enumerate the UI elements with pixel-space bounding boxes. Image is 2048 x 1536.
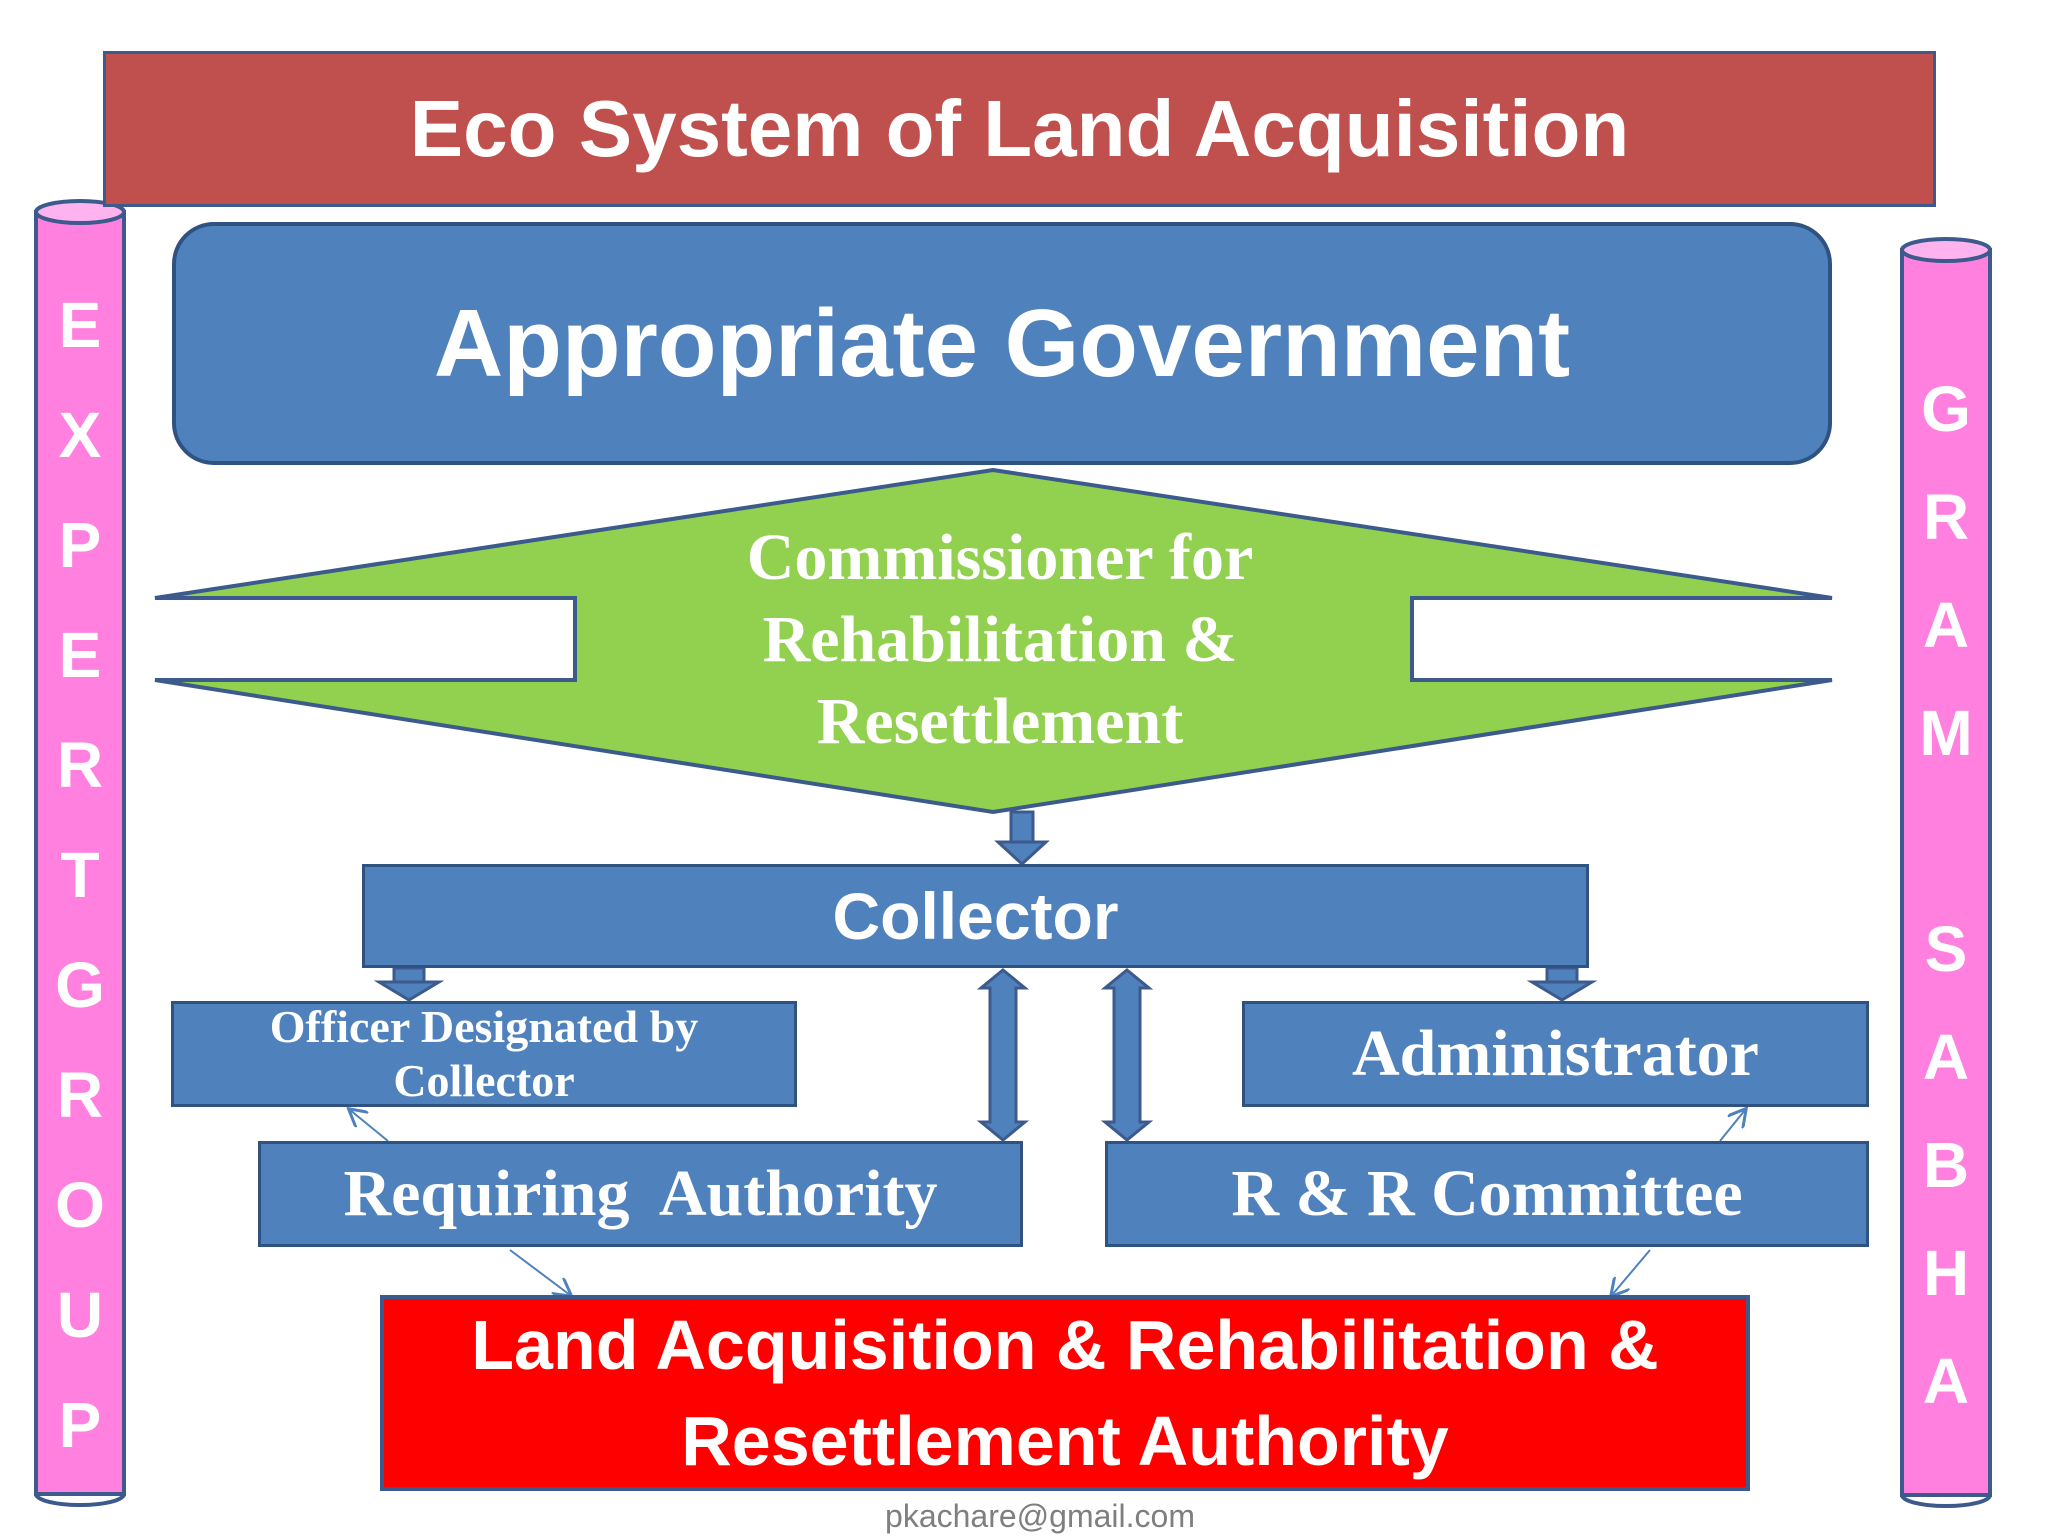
pillar-letter: E: [58, 289, 102, 361]
rr-committee-box: R & R Committee: [1105, 1141, 1869, 1247]
thin-arrow-rr-to-administrator: [1719, 1110, 1745, 1142]
pillar-letter: A: [1922, 1345, 1970, 1417]
arrow-commissioner-to-collector: [994, 810, 1050, 867]
pillar-letter: H: [1922, 1237, 1970, 1309]
thin-arrow-requiring-to-officer: [350, 1110, 389, 1142]
requiring-authority-label: Requiring Authority: [343, 1157, 938, 1230]
collector-label: Collector: [832, 879, 1119, 953]
arrow-collector-to-officer: [373, 966, 445, 1002]
gram-sabha-label: G R A M S A B H A: [1902, 330, 1990, 1460]
pillar-letter: B: [1922, 1129, 1970, 1201]
expert-group-label: E X P E R T G R O U P: [36, 260, 124, 1490]
arrow-collector-to-administrator: [1526, 966, 1598, 1002]
administrator-label: Administrator: [1352, 1017, 1759, 1090]
pillar-letter: P: [58, 509, 102, 581]
pillar-letter: U: [56, 1279, 104, 1351]
pillar-letter: T: [60, 839, 100, 911]
commissioner-label: Commissioner for Rehabilitation & Resett…: [746, 521, 1254, 758]
thin-arrow-requiring-to-authority: [509, 1249, 570, 1295]
pillar-letter: R: [56, 1059, 104, 1131]
pillar-letter: M: [1919, 697, 1973, 769]
pillar-letter: R: [1922, 481, 1970, 553]
rr-committee-label: R & R Committee: [1231, 1157, 1743, 1230]
pillar-letter: O: [55, 1169, 105, 1241]
appropriate-government-box: Appropriate Government: [172, 222, 1832, 465]
double-arrow-collector-rr: [1100, 968, 1154, 1142]
land-acquisition-authority-box: Land Acquisition & Rehabilitation & Rese…: [380, 1295, 1750, 1491]
pillar-letter: S: [1924, 913, 1968, 985]
administrator-box: Administrator: [1242, 1001, 1869, 1107]
pillar-letter: X: [58, 399, 102, 471]
pillar-letter: E: [58, 619, 102, 691]
officer-designated-box: Officer Designated by Collector: [171, 1001, 797, 1107]
title-text: Eco System of Land Acquisition: [409, 84, 1630, 173]
pillar-letter: G: [1921, 373, 1971, 445]
pillar-letter: P: [58, 1389, 102, 1461]
commissioner-diamond: [154, 467, 1833, 815]
title-bar: Eco System of Land Acquisition: [103, 51, 1936, 207]
government-label: Appropriate Government: [433, 289, 1571, 397]
requiring-authority-box: Requiring Authority: [258, 1141, 1023, 1247]
expert-group-pillar: [34, 199, 126, 1507]
collector-box: Collector: [362, 864, 1589, 968]
pillar-letter: G: [55, 949, 105, 1021]
thin-arrow-rr-to-authority: [1612, 1249, 1651, 1295]
gram-sabha-pillar: [1900, 237, 1992, 1508]
double-arrow-collector-requiring: [976, 968, 1030, 1142]
pillar-letter: A: [1922, 1021, 1970, 1093]
pillar-letter: A: [1922, 589, 1970, 661]
pillar-letter: R: [56, 729, 104, 801]
footer-email: pkachare@gmail.com: [885, 1497, 1195, 1534]
